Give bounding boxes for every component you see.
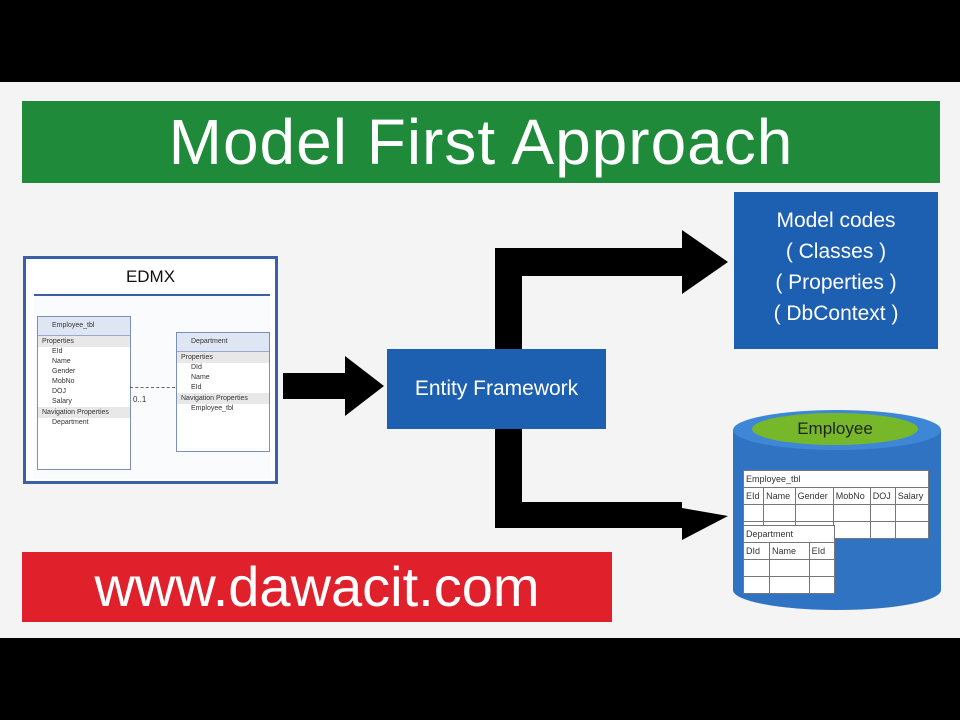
department-table-name: Department bbox=[744, 526, 835, 543]
employee-table-column: DOJ bbox=[870, 488, 895, 505]
website-url: www.dawacit.com bbox=[22, 552, 612, 622]
model-codes-item: ( DbContext ) bbox=[734, 298, 938, 329]
department-table-column: DId bbox=[744, 543, 770, 560]
department-table: Department DId Name EId bbox=[743, 525, 835, 594]
model-codes-item: ( Properties ) bbox=[734, 267, 938, 298]
employee-table-name: Employee_tbl bbox=[744, 471, 929, 488]
employee-table-column: MobNo bbox=[833, 488, 870, 505]
model-codes-box: Model codes ( Classes ) ( Properties ) (… bbox=[734, 192, 938, 349]
department-table-column: EId bbox=[809, 543, 834, 560]
employee-table-column: Gender bbox=[795, 488, 833, 505]
employee-table-column: Salary bbox=[895, 488, 928, 505]
department-table-column: Name bbox=[770, 543, 810, 560]
arrow-edmx-to-ef bbox=[283, 356, 384, 416]
entity-framework-box: Entity Framework bbox=[387, 349, 606, 429]
model-codes-item: ( Classes ) bbox=[734, 236, 938, 267]
model-codes-title: Model codes bbox=[734, 205, 938, 236]
database-label: Employee bbox=[752, 413, 918, 445]
employee-table-column: EId bbox=[744, 488, 764, 505]
employee-table-column: Name bbox=[764, 488, 796, 505]
